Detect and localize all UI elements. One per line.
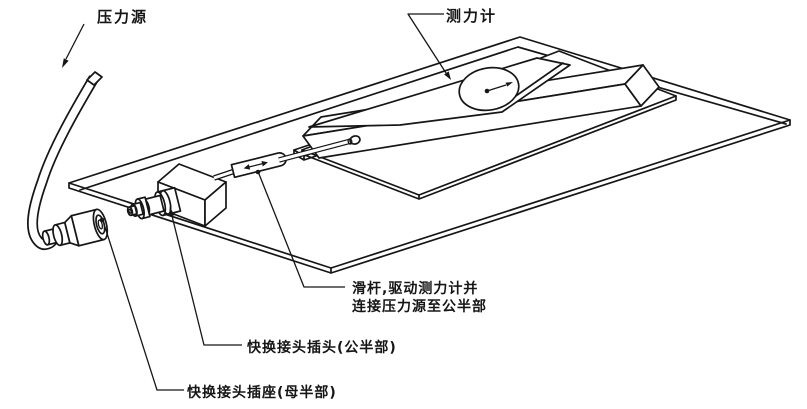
socket-leader-dot — [99, 217, 105, 223]
pressure-source-leader — [65, 23, 85, 60]
label-slide-rod-line2: 连接压力源至公半部 — [352, 299, 487, 315]
base-plate-thickness — [68, 119, 791, 274]
socket-ring-face — [52, 224, 64, 247]
block-right-face — [204, 181, 227, 227]
rod-inner — [278, 139, 352, 162]
plug-holder-block — [157, 163, 227, 227]
label-socket-female: 快换接头插座(母半部) — [187, 385, 337, 401]
socket-bore — [97, 219, 104, 230]
callouts — [62, 13, 451, 391]
slide-rod-leader-dot — [255, 169, 261, 175]
slide-direction-line — [249, 163, 263, 168]
force-gauge-body — [302, 57, 660, 159]
plug-arrowhead — [169, 206, 175, 217]
hose-end-cap — [86, 71, 103, 86]
label-slide-rod-line1: 滑杆,驱动测力计并 — [352, 281, 479, 297]
gauge-right-face — [624, 64, 660, 107]
rod-tip — [347, 138, 353, 145]
socket-neck-face — [41, 230, 51, 246]
slide-rod-leader — [258, 173, 345, 288]
label-pressure-source: 压力源 — [97, 8, 149, 26]
rod-stub-inner — [213, 169, 236, 180]
plug-leader — [171, 215, 242, 346]
pressure-source-arrowhead — [62, 58, 69, 68]
quick-connect-socket-female — [41, 208, 109, 247]
dial-face — [458, 66, 520, 112]
quick-connect-plug-male — [126, 186, 182, 220]
force-gauge-arrowhead — [444, 71, 451, 80]
dial-needle-arrowhead — [505, 82, 513, 87]
slide-rod-assembly — [213, 135, 361, 181]
dial-needle — [486, 84, 507, 92]
force-gauge-leader — [407, 13, 447, 74]
slide-arrow-right — [261, 161, 268, 167]
label-force-gauge: 测力计 — [446, 7, 498, 25]
plug-tip-bore — [128, 208, 132, 214]
socket-leader — [104, 226, 184, 391]
label-plug-male: 快换接头插头(公半部) — [247, 340, 397, 356]
base-plate-inner-edge — [79, 46, 787, 191]
slide-arrow-left — [243, 164, 251, 170]
